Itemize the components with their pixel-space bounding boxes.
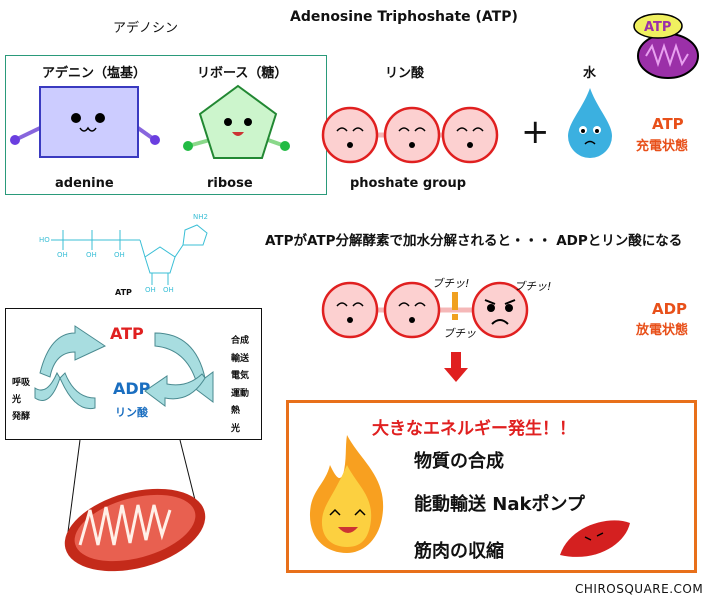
- plus-sign: +: [521, 112, 550, 152]
- ribose-character: [183, 84, 290, 159]
- cycle-input: 呼吸: [12, 378, 31, 388]
- cycle-input: 発酵: [12, 412, 31, 422]
- structure-oh: OH: [86, 251, 97, 259]
- energy-item: 筋肉の収縮: [414, 541, 504, 562]
- cycle-atp-label: ATP: [110, 324, 144, 343]
- phosphate-character: [321, 106, 379, 164]
- phosphate-character: [383, 281, 441, 339]
- adenine-jp-label: アデニン（塩基）: [42, 66, 147, 81]
- snap-text: ブチッ: [443, 327, 476, 340]
- ribose-jp-label: リボース（糖）: [197, 66, 288, 81]
- structure-nh2: NH2: [193, 213, 208, 221]
- adp-state-name: ADP: [652, 300, 688, 318]
- structure-label: ATP: [115, 288, 132, 297]
- adenosine-label: アデノシン: [113, 21, 179, 36]
- adp-characters: [321, 281, 529, 339]
- atp-mitochondria-badge-icon: ATP: [633, 13, 699, 79]
- structure-oh: OH: [163, 286, 174, 294]
- phosphate-character: [321, 281, 379, 339]
- down-arrow-icon: [444, 352, 468, 382]
- cycle-arrows-icon: [34, 325, 214, 410]
- cycle-output: 輸送: [231, 353, 250, 364]
- structure-ho: HO: [39, 236, 50, 244]
- phosphate-jp-label: リン酸: [385, 66, 425, 81]
- phosphate-character: [441, 106, 499, 164]
- energy-item: 能動輸送 Nakポンプ: [414, 494, 585, 515]
- atp-state-name: ATP: [652, 115, 684, 133]
- phosphate-characters: [321, 106, 499, 164]
- adenine-en-label: adenine: [55, 176, 114, 191]
- mitochondria-icon: [64, 439, 206, 572]
- phosphate-en-label: phoshate group: [350, 176, 467, 191]
- angry-phosphate-character: [471, 281, 529, 339]
- site-credit: CHIROSQUARE.COM: [575, 582, 704, 596]
- cycle-outputs: 合成 輸送 電気 運動 熱 光: [231, 333, 249, 438]
- cycle-output: 運動: [231, 388, 250, 399]
- energy-box: [286, 400, 697, 573]
- snap-text: ブチッ!: [514, 280, 552, 293]
- atp-badge-text: ATP: [644, 20, 671, 35]
- structure-oh: OH: [145, 286, 156, 294]
- adenine-ribose-characters: [10, 84, 290, 159]
- ribose-en-label: ribose: [207, 176, 253, 191]
- cycle-phosphate-label: リン酸: [115, 406, 148, 419]
- atp-structure-diagram: HO OH OH OH OH OH NH2: [39, 213, 208, 294]
- cycle-adp-label: ADP: [113, 379, 151, 398]
- fire-character-icon: [309, 435, 384, 553]
- water-label: 水: [583, 66, 597, 81]
- phosphate-character: [383, 106, 441, 164]
- structure-oh: OH: [57, 251, 68, 259]
- cycle-output: 電気: [231, 371, 250, 381]
- structure-oh: OH: [114, 251, 125, 259]
- hydrolysis-sentence: ATPがATP分解酵素で加水分解されると・・・ ADPとリン酸になる: [265, 233, 683, 249]
- energy-item: 物質の合成: [414, 451, 504, 472]
- page-title: Adenosine Triphoshate (ATP): [290, 9, 518, 25]
- cycle-output: 光: [231, 423, 241, 434]
- atp-state-label: 充電状態: [636, 139, 689, 154]
- cycle-output: 熱: [231, 406, 241, 416]
- snap-text: ブチッ!: [432, 277, 470, 290]
- energy-headline: 大きなエネルギー発生！！: [372, 419, 576, 439]
- adp-state-label: 放電状態: [636, 323, 689, 338]
- atp-adp-cycle-box: [5, 308, 262, 440]
- adenine-character: [10, 86, 160, 158]
- break-mark-icon: [452, 292, 458, 310]
- cycle-output: 合成: [231, 336, 250, 346]
- cycle-input: 光: [12, 395, 22, 405]
- muscle-character-icon: [560, 520, 630, 557]
- cycle-inputs: 呼吸 光 発酵: [12, 375, 30, 426]
- water-drop-icon: [568, 88, 612, 158]
